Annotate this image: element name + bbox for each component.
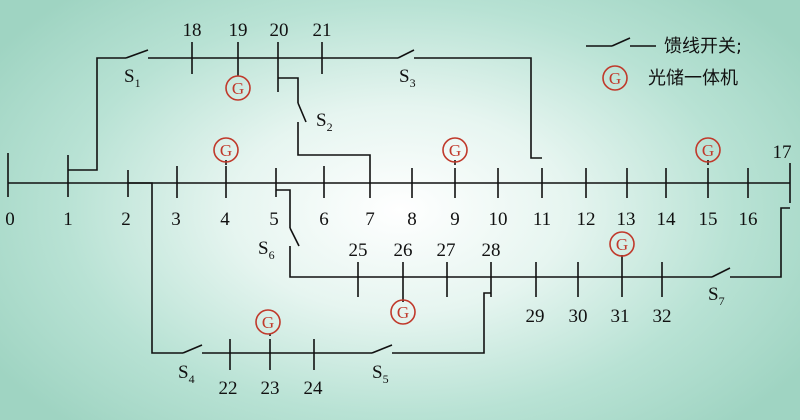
generator-symbol: G [449,141,461,160]
switch-label-s5: S5 [372,362,389,386]
generator-at-26: G [390,299,416,325]
node-label-22: 22 [219,378,238,399]
node-label-17: 17 [773,142,792,163]
legend-switch-label: 馈线开关; [664,36,742,57]
switch-label-s2: S2 [316,110,333,134]
generator-symbol: G [232,79,244,98]
node-label-8: 8 [407,209,417,230]
upper-branch-labels: 18 19 20 21 [183,20,332,41]
main-feeder [7,153,791,203]
node-label-20: 20 [270,20,289,41]
node-label-30: 30 [569,306,588,327]
node-label-5: 5 [269,209,279,230]
legend-switch-symbol [586,37,656,47]
node-label-9: 9 [450,209,460,230]
generator-at-19: G [225,75,251,101]
node-label-13: 13 [617,209,636,230]
legend: 馈线开关; G 光储一体机 [586,36,742,91]
generator-symbol: G [220,141,232,160]
node-label-28: 28 [482,240,501,261]
node-label-31: 31 [611,306,630,327]
switch-labels: S1 S2 S3 S4 S5 S6 S7 [124,66,725,386]
generator-symbol: G [616,235,628,254]
node-label-0: 0 [5,209,15,230]
generator-at-4: G [213,137,239,163]
lower-branch-25-32 [276,189,790,297]
generator-symbol: G [609,69,621,88]
node-label-3: 3 [171,209,181,230]
node-label-25: 25 [349,240,368,261]
switch-label-s7: S7 [708,284,725,308]
node-label-18: 18 [183,20,202,41]
switch-label-s6: S6 [258,238,275,262]
upper-branch [68,42,542,171]
generator-at-23: G [255,309,281,335]
generator-at-9: G [442,137,468,163]
node-label-4: 4 [220,209,230,230]
generator-symbol: G [262,313,274,332]
switch-label-s1: S1 [124,66,141,90]
node-label-16: 16 [739,209,758,230]
generator-at-15: G [695,137,721,163]
node-label-10: 10 [489,209,508,230]
main-feeder-labels: 0 1 2 3 4 5 6 7 8 9 10 11 12 13 14 15 16… [5,142,791,230]
generator-symbol: G [702,141,714,160]
switch-label-s4: S4 [178,362,195,386]
generator-stubs [225,160,709,336]
switch-label-s3: S3 [399,66,416,90]
node-label-24: 24 [304,378,324,399]
node-label-7: 7 [365,209,375,230]
node-label-6: 6 [319,209,329,230]
node-label-14: 14 [657,209,677,230]
node-label-29: 29 [526,306,545,327]
node-label-12: 12 [577,209,596,230]
node-label-27: 27 [437,240,456,261]
node-label-1: 1 [63,209,73,230]
node-label-32: 32 [653,306,672,327]
node-label-2: 2 [121,209,131,230]
generator-symbol: G [397,303,409,322]
node-label-11: 11 [533,209,551,230]
node-label-19: 19 [229,20,248,41]
legend-generator-label: 光储一体机 [648,68,738,89]
lower-branch-labels: 22 23 24 25 26 27 28 29 30 31 32 [219,240,672,399]
node-label-21: 21 [313,20,332,41]
legend-generator-icon: G [602,65,628,91]
node-label-15: 15 [699,209,718,230]
lower-branch-22-24 [128,182,491,370]
generator-at-31: G [609,231,635,257]
node-label-23: 23 [261,378,280,399]
node-label-26: 26 [394,240,413,261]
